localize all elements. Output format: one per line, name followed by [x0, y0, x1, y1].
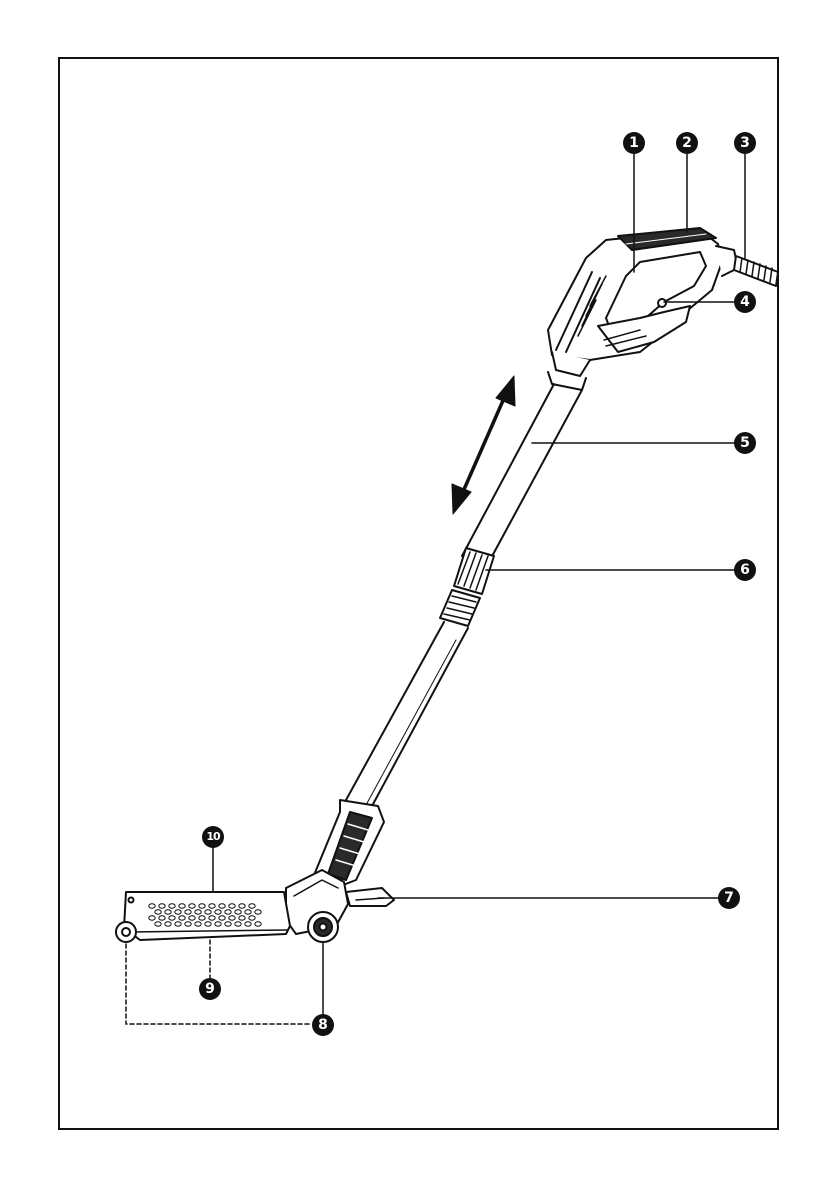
upper-tube	[462, 384, 582, 560]
vent-hole	[255, 922, 261, 926]
vent-hole	[209, 916, 215, 920]
vent-hole	[249, 904, 255, 908]
vent-hole	[205, 910, 211, 914]
vent-hole	[235, 910, 241, 914]
telescopic-lock	[440, 548, 494, 626]
callout-6: 6	[734, 559, 756, 581]
vent-hole	[245, 910, 251, 914]
vent-hole	[199, 916, 205, 920]
vent-hole	[149, 916, 155, 920]
vent-hole	[175, 922, 181, 926]
callout-8: 8	[312, 1014, 334, 1036]
vent-hole	[239, 916, 245, 920]
front-wheel	[116, 922, 136, 942]
callout-1: 1	[623, 132, 645, 154]
edge-guide	[346, 888, 394, 906]
vent-hole	[159, 916, 165, 920]
vent-hole	[155, 922, 161, 926]
vent-hole	[215, 922, 221, 926]
vent-hole	[255, 910, 261, 914]
vent-hole	[195, 922, 201, 926]
vent-hole	[149, 904, 155, 908]
vent-hole	[185, 922, 191, 926]
vent-hole	[219, 916, 225, 920]
callout-10: 10	[202, 826, 224, 848]
callout-7: 7	[718, 887, 740, 909]
vent-hole	[169, 904, 175, 908]
vent-hole	[195, 910, 201, 914]
vent-hole	[225, 922, 231, 926]
head-housing	[286, 870, 348, 942]
vent-hole	[175, 910, 181, 914]
callout-5: 5	[734, 432, 756, 454]
vent-hole	[229, 916, 235, 920]
callout-3: 3	[734, 132, 756, 154]
vent-hole	[239, 904, 245, 908]
lower-tube	[346, 622, 468, 816]
callout-4: 4	[734, 291, 756, 313]
vent-hole	[215, 910, 221, 914]
vent-hole	[235, 922, 241, 926]
vent-hole	[159, 904, 165, 908]
vent-hole	[155, 910, 161, 914]
vent-hole	[165, 910, 171, 914]
blade-guard	[124, 892, 290, 940]
callout-2: 2	[676, 132, 698, 154]
double-arrow-icon	[452, 376, 515, 514]
callout-9: 9	[199, 978, 221, 1000]
vent-hole	[189, 916, 195, 920]
vent-hole	[199, 904, 205, 908]
vent-hole	[165, 922, 171, 926]
vent-hole	[209, 904, 215, 908]
vent-hole	[179, 916, 185, 920]
vent-hole	[219, 904, 225, 908]
vent-hole	[185, 910, 191, 914]
vent-hole	[229, 904, 235, 908]
vent-hole	[169, 916, 175, 920]
vent-hole	[245, 922, 251, 926]
vent-hole	[225, 910, 231, 914]
vent-hole	[205, 922, 211, 926]
vent-hole	[189, 904, 195, 908]
vent-hole	[179, 904, 185, 908]
vent-hole	[249, 916, 255, 920]
